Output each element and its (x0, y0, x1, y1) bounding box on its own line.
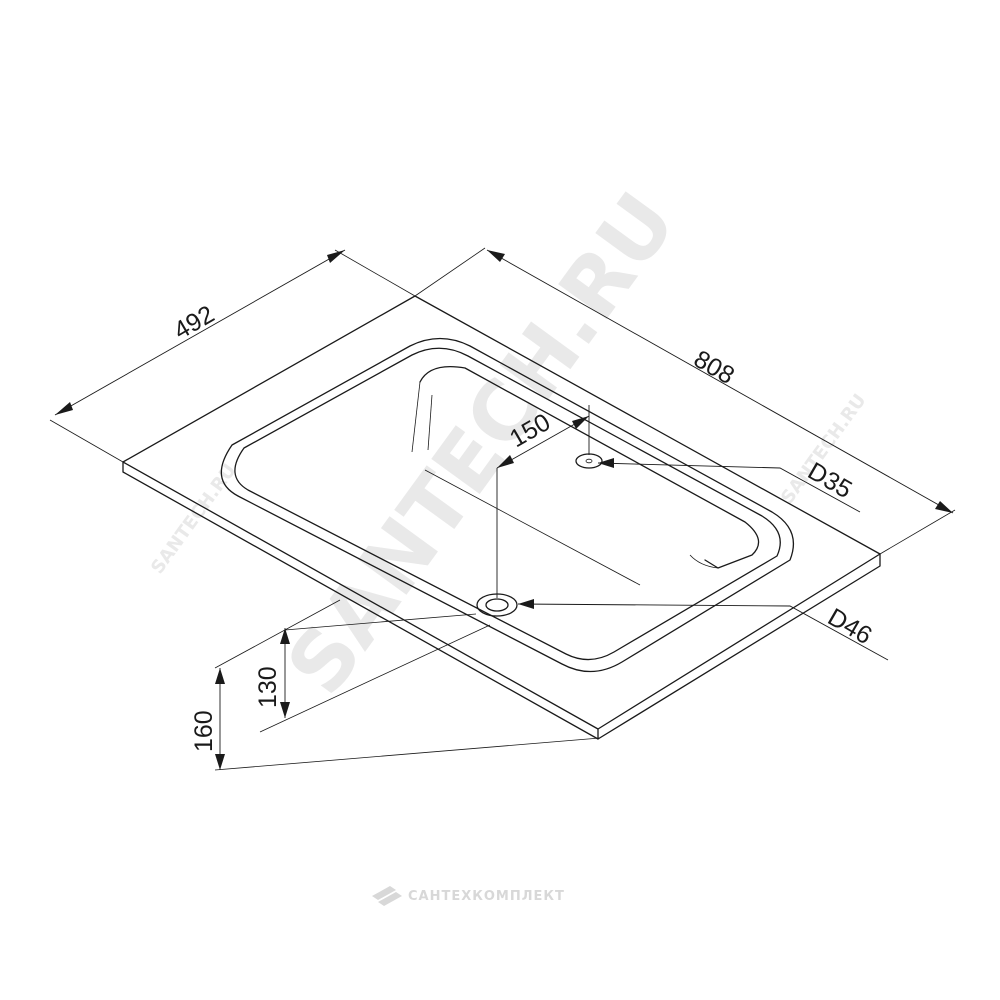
leader-drain-hole-label: D46 (823, 603, 877, 650)
footer-watermark-text: САНТЕХКОМПЛЕКТ (408, 889, 565, 904)
dimension-width-label: 808 (689, 345, 739, 390)
leader-tap-hole: D35 (597, 457, 861, 513)
santehkomplekt-logo-icon (372, 886, 402, 906)
dimension-drain-height-outer-label: 160 (190, 710, 218, 752)
tap-hole (575, 405, 603, 469)
leader-drain-hole: D46 (517, 599, 889, 661)
dimension-depth: 492 (49, 249, 416, 463)
footer-watermark: САНТЕХКОМПЛЕКТ (372, 886, 565, 906)
watermark-small-left: SANTECH.RU (147, 460, 240, 578)
dimension-drain-height-inner: 130 (254, 613, 491, 733)
dimension-drain-height-outer: 160 (190, 599, 601, 771)
drain-hole (476, 468, 518, 617)
basin (220, 337, 795, 673)
dimension-depth-label: 492 (169, 300, 219, 345)
dimension-drain-height-inner-label: 130 (254, 666, 282, 708)
